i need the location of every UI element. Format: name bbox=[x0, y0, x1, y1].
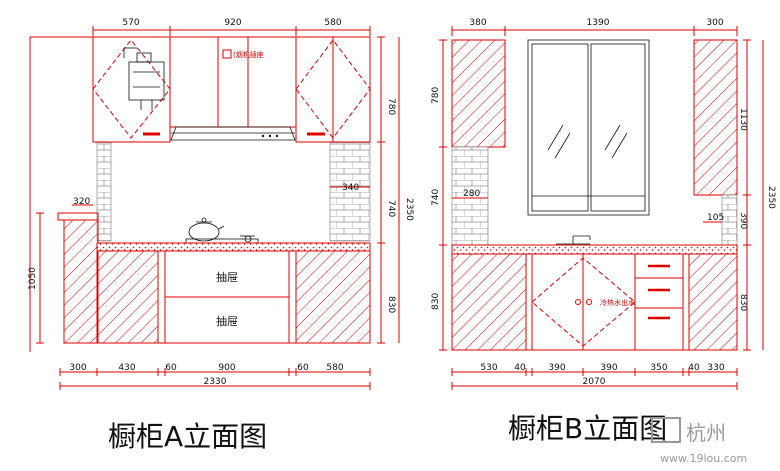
svg-text:330: 330 bbox=[707, 363, 724, 373]
tile-column-right bbox=[329, 142, 371, 242]
range-hood-cabinet: (烟机插座 bbox=[169, 36, 297, 128]
svg-text:40: 40 bbox=[688, 363, 700, 373]
svg-text:780: 780 bbox=[431, 87, 441, 104]
watermark-brand: 杭州 bbox=[686, 421, 726, 445]
svg-text:430: 430 bbox=[118, 363, 135, 373]
tile-column-left bbox=[96, 142, 112, 242]
svg-text:340: 340 bbox=[342, 183, 359, 193]
svg-text:580: 580 bbox=[326, 363, 343, 373]
base-cabinets-a: 抽屉 抽屉 bbox=[96, 250, 371, 344]
countertop-a bbox=[96, 242, 371, 252]
dim-b-top: 380 1390 300 bbox=[451, 18, 738, 36]
svg-text:1130: 1130 bbox=[738, 108, 748, 131]
tile-dim-b: 280 bbox=[452, 189, 488, 199]
svg-text:380: 380 bbox=[469, 18, 486, 28]
water-heater-icon bbox=[123, 47, 165, 110]
drawer-label-2: 抽屉 bbox=[216, 314, 238, 328]
stove-icon bbox=[185, 235, 259, 244]
tile-dim: 340 bbox=[330, 183, 370, 193]
elevation-b-title: 橱柜B立面图 bbox=[508, 412, 667, 445]
dim-a-top-2: 920 bbox=[224, 18, 241, 28]
upper-cabinet-right bbox=[295, 36, 371, 143]
svg-text:530: 530 bbox=[480, 363, 497, 373]
svg-text:1050: 1050 bbox=[28, 267, 38, 290]
svg-text:105: 105 bbox=[707, 213, 724, 223]
upper-cabinet-b-left bbox=[451, 39, 506, 148]
svg-text:2330: 2330 bbox=[204, 377, 227, 387]
watermark: 杭州 www.19lou.com bbox=[651, 417, 747, 465]
elevation-a-top-dimensions: 570 920 580 bbox=[92, 18, 371, 36]
tile-column-b-right bbox=[721, 194, 738, 246]
upper-cabinet-left bbox=[92, 36, 171, 143]
svg-text:830: 830 bbox=[431, 293, 441, 310]
svg-text:2070: 2070 bbox=[583, 377, 606, 387]
base-cabinets-b: 冷热水出水口 bbox=[451, 253, 738, 351]
svg-text:2350: 2350 bbox=[404, 198, 414, 221]
kettle-icon bbox=[188, 217, 225, 242]
svg-text:390: 390 bbox=[738, 212, 748, 229]
countertop-b bbox=[451, 244, 738, 255]
svg-text:1390: 1390 bbox=[587, 18, 610, 28]
faucet-note: 冷热水出水口 bbox=[600, 298, 642, 307]
svg-text:60: 60 bbox=[297, 363, 309, 373]
window bbox=[527, 39, 650, 216]
dim-a-bottom: 300 430 60 900 60 580 2330 bbox=[59, 363, 371, 390]
svg-text:300: 300 bbox=[706, 18, 723, 28]
svg-text:40: 40 bbox=[514, 363, 526, 373]
counter-extension-left: 320 bbox=[57, 197, 99, 344]
watermark-url: www.19lou.com bbox=[660, 452, 747, 465]
tile-column-b-left bbox=[451, 146, 489, 246]
svg-text:830: 830 bbox=[386, 296, 396, 313]
dim-b-bottom: 530 40 390 390 350 40 330 2070 bbox=[451, 363, 738, 390]
dim-a-top-3: 580 bbox=[324, 18, 341, 28]
elevation-b: 380 1390 300 280 105 bbox=[431, 18, 776, 445]
faucet-icon bbox=[556, 235, 591, 245]
dim-a-top-1: 570 bbox=[122, 18, 139, 28]
svg-text:390: 390 bbox=[600, 363, 617, 373]
elevation-a: 570 920 580 (烟 bbox=[28, 18, 414, 453]
sink-door-left[interactable] bbox=[531, 253, 584, 351]
svg-text:350: 350 bbox=[650, 363, 667, 373]
dim-b-right: 1130 390 830 2350 bbox=[738, 39, 776, 351]
dim-a-320: 320 bbox=[73, 197, 90, 207]
svg-text:900: 900 bbox=[218, 363, 235, 373]
dim-a-right: 780 740 830 2350 bbox=[377, 36, 414, 344]
socket-note: (烟机插座 bbox=[233, 50, 264, 59]
dim-a-left: 1050 bbox=[28, 212, 44, 344]
svg-text:830: 830 bbox=[738, 294, 748, 311]
dim-b-left: 780 740 830 bbox=[431, 39, 447, 351]
svg-text:280: 280 bbox=[463, 189, 480, 199]
svg-text:780: 780 bbox=[386, 98, 396, 115]
drawer-label-1: 抽屉 bbox=[216, 270, 238, 284]
svg-text:2350: 2350 bbox=[766, 186, 776, 209]
svg-text:60: 60 bbox=[165, 363, 177, 373]
svg-text:390: 390 bbox=[548, 363, 565, 373]
range-hood-icon bbox=[170, 126, 296, 141]
upper-cabinet-b-right bbox=[693, 39, 738, 196]
svg-text:300: 300 bbox=[69, 363, 86, 373]
dim-b-105: 105 bbox=[703, 213, 724, 223]
elevation-a-title: 橱柜A立面图 bbox=[108, 420, 267, 453]
svg-text:740: 740 bbox=[386, 200, 396, 217]
svg-text:740: 740 bbox=[431, 189, 441, 206]
